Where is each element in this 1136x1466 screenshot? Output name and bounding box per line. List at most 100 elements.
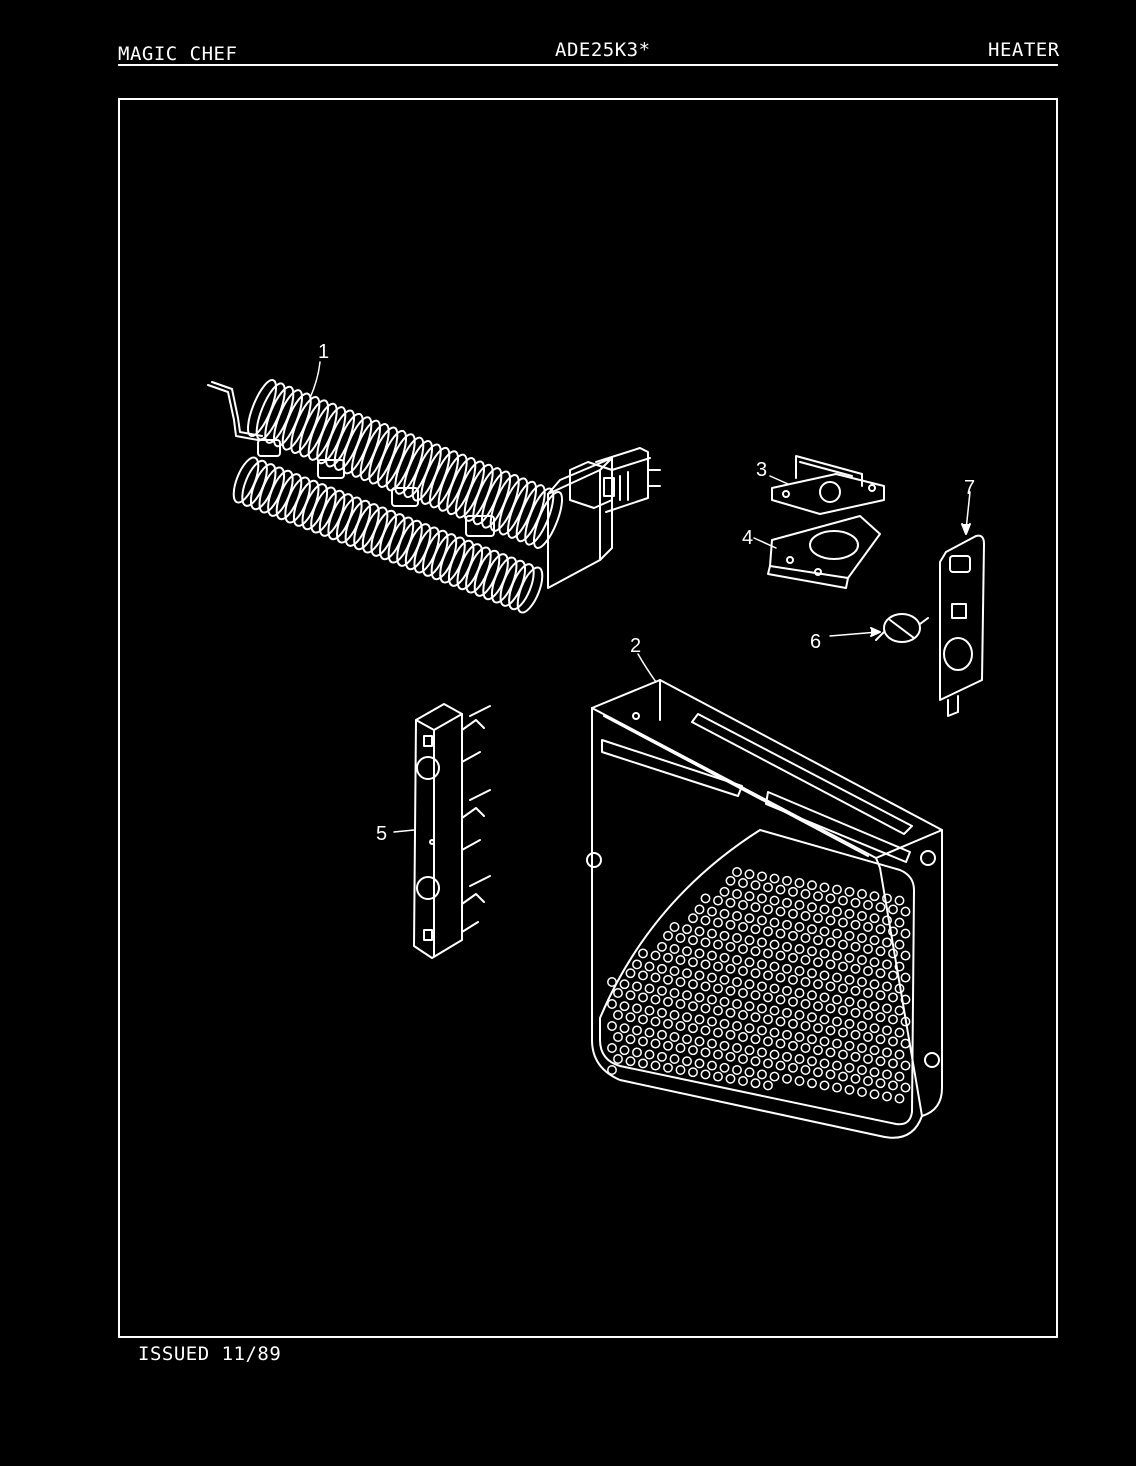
vent-hole <box>869 1001 880 1012</box>
vent-hole <box>694 970 705 981</box>
vent-hole <box>775 906 786 917</box>
vent-hole <box>782 875 792 886</box>
vent-hole <box>644 1049 655 1060</box>
vent-hole <box>707 1060 717 1071</box>
vent-hole <box>632 1025 642 1036</box>
vent-hole <box>800 1065 811 1075</box>
vent-hole <box>850 1029 861 1040</box>
vent-hole <box>769 1027 780 1038</box>
vent-hole <box>682 990 692 1001</box>
vent-hole <box>850 1051 861 1062</box>
vent-hole <box>875 946 886 957</box>
vent-hole <box>613 1054 623 1064</box>
vent-hole <box>625 990 636 1001</box>
vent-hole <box>750 1034 761 1045</box>
vent-hole <box>857 1087 867 1097</box>
vent-hole <box>900 950 911 961</box>
vent-hole <box>725 1051 736 1062</box>
vent-hole <box>775 972 786 983</box>
vent-hole <box>675 955 686 965</box>
vent-hole <box>882 959 892 970</box>
vent-hole <box>744 869 755 880</box>
diagram-frame <box>118 98 1058 1338</box>
vent-hole <box>825 981 836 992</box>
vent-hole <box>738 900 748 910</box>
vent-hole <box>819 1080 830 1091</box>
vent-hole <box>875 968 886 979</box>
vent-hole <box>713 1027 723 1038</box>
vent-hole <box>782 897 792 908</box>
vent-hole <box>657 963 667 974</box>
vent-hole <box>675 1021 686 1031</box>
vent-hole <box>725 897 736 908</box>
vent-hole <box>832 1082 842 1093</box>
section-title: HEATER <box>988 39 1060 61</box>
vent-hole <box>700 959 711 970</box>
vent-hole <box>657 985 667 996</box>
vent-hole <box>638 1014 648 1025</box>
vent-hole <box>894 1027 905 1038</box>
vent-hole <box>788 886 798 897</box>
vent-hole <box>688 1067 698 1078</box>
vent-hole <box>782 985 792 996</box>
vent-hole <box>657 941 667 952</box>
vent-hole <box>694 1058 705 1069</box>
terminal-block-part <box>413 703 491 959</box>
vent-hole <box>750 924 761 935</box>
vent-hole <box>757 1003 767 1014</box>
vent-hole <box>757 893 767 904</box>
vent-hole <box>794 900 805 910</box>
vent-hole <box>725 941 736 952</box>
vent-hole <box>688 935 698 946</box>
vent-hole <box>682 968 692 979</box>
vent-hole <box>638 992 648 1003</box>
vent-hole <box>813 891 823 902</box>
vent-hole <box>857 1065 867 1075</box>
vent-hole <box>625 1012 636 1023</box>
vent-hole <box>857 933 867 943</box>
vent-hole <box>707 906 717 917</box>
vent-hole <box>613 988 623 998</box>
header-rule <box>118 64 1058 66</box>
vent-hole <box>869 1045 880 1056</box>
vent-hole <box>819 992 830 1003</box>
vent-hole <box>613 1010 623 1020</box>
vent-hole <box>713 939 723 950</box>
vent-hole <box>775 1016 786 1027</box>
vent-hole <box>857 977 867 987</box>
vent-hole <box>632 959 642 970</box>
vent-hole <box>757 915 767 926</box>
vent-hole <box>757 1069 767 1080</box>
vent-hole <box>757 1047 767 1058</box>
vent-hole <box>750 946 761 957</box>
vent-hole <box>644 983 655 994</box>
vent-hole <box>650 950 661 961</box>
vent-hole <box>882 937 892 948</box>
vent-hole <box>688 957 698 968</box>
vent-hole <box>819 904 830 915</box>
leader-lines <box>309 361 971 833</box>
vent-hole <box>732 955 742 965</box>
vent-hole <box>719 1062 730 1073</box>
vent-hole <box>738 922 748 932</box>
vent-hole <box>900 906 911 917</box>
vent-hole <box>725 1029 736 1040</box>
vent-hole <box>825 959 836 970</box>
vent-hole <box>757 1025 767 1036</box>
vent-hole <box>700 1003 711 1014</box>
vent-hole <box>694 992 705 1003</box>
vent-hole <box>750 880 761 891</box>
vent-hole <box>775 1038 786 1049</box>
vent-hole <box>769 961 780 972</box>
thermal-fuse-part <box>875 613 929 643</box>
vent-hole <box>663 930 673 941</box>
vent-hole <box>700 1047 711 1058</box>
vent-hole <box>832 1016 842 1027</box>
vent-hole <box>757 981 767 992</box>
vent-hole <box>807 1078 817 1089</box>
vent-hole <box>844 886 855 897</box>
vent-hole <box>650 1016 661 1027</box>
vent-hole <box>619 1001 630 1012</box>
vent-hole <box>719 974 730 985</box>
